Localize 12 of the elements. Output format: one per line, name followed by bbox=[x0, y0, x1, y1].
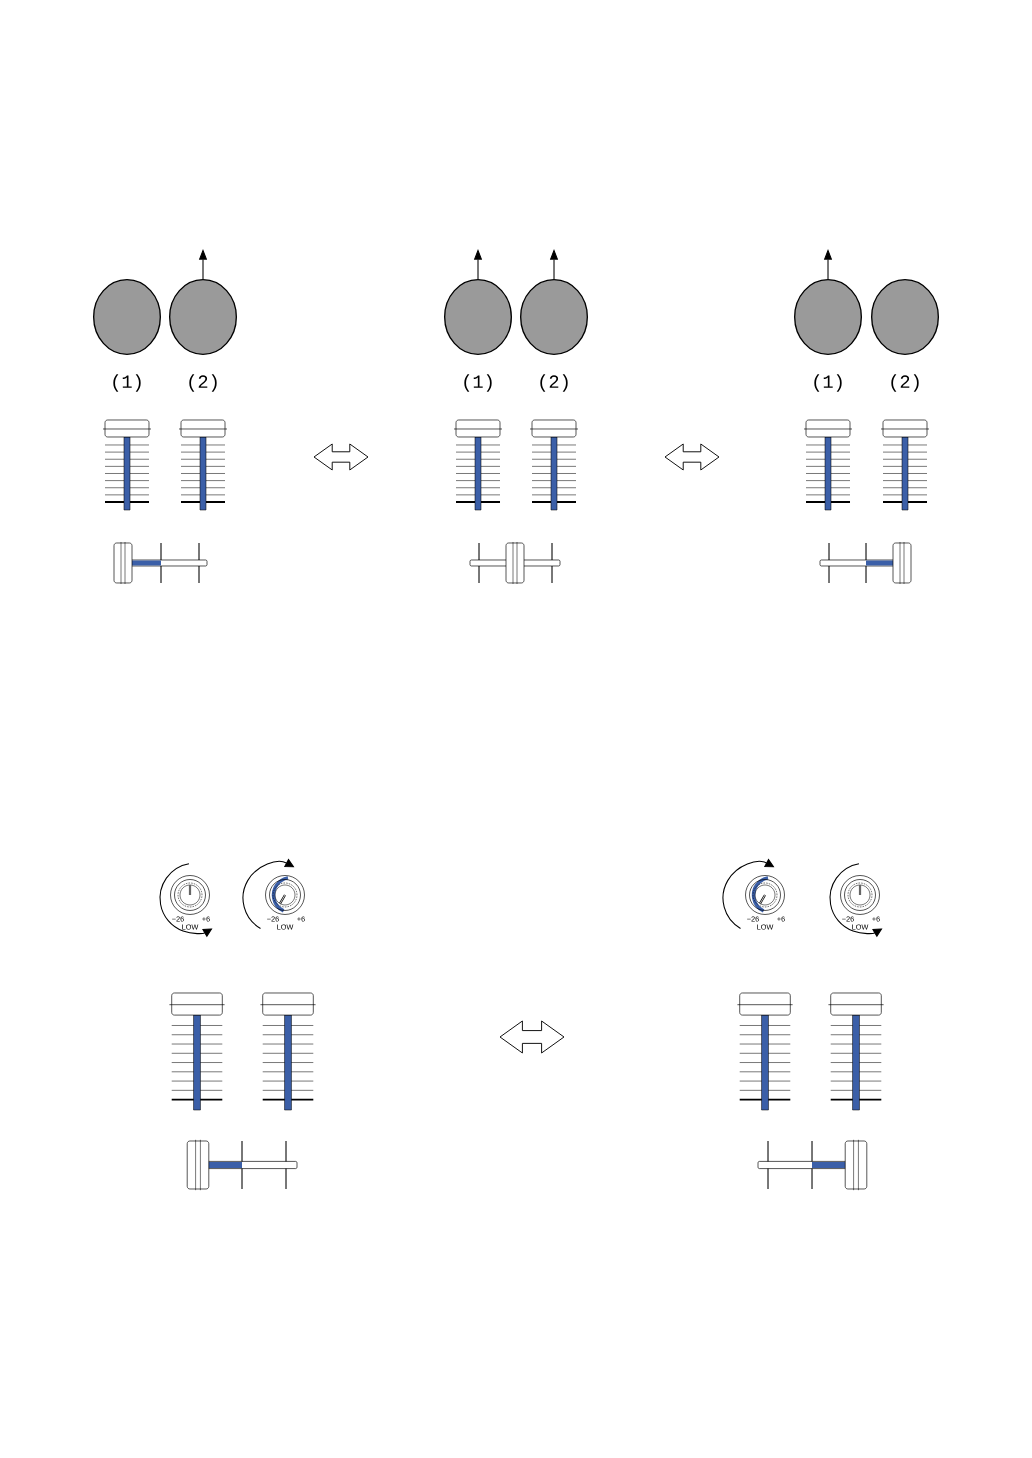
platter-circle bbox=[520, 279, 588, 355]
platter-circle bbox=[169, 279, 237, 355]
channel-label: (1) bbox=[113, 374, 141, 392]
channel-label: (1) bbox=[464, 374, 492, 392]
platter-circle bbox=[794, 279, 862, 355]
platter-circle bbox=[871, 279, 939, 355]
platter-circle bbox=[93, 279, 161, 355]
channel-label: (1) bbox=[814, 374, 842, 392]
platter-circle bbox=[444, 279, 512, 355]
channel-label: (2) bbox=[891, 374, 919, 392]
channel-label: (2) bbox=[189, 374, 217, 392]
channel-label: (2) bbox=[540, 374, 568, 392]
